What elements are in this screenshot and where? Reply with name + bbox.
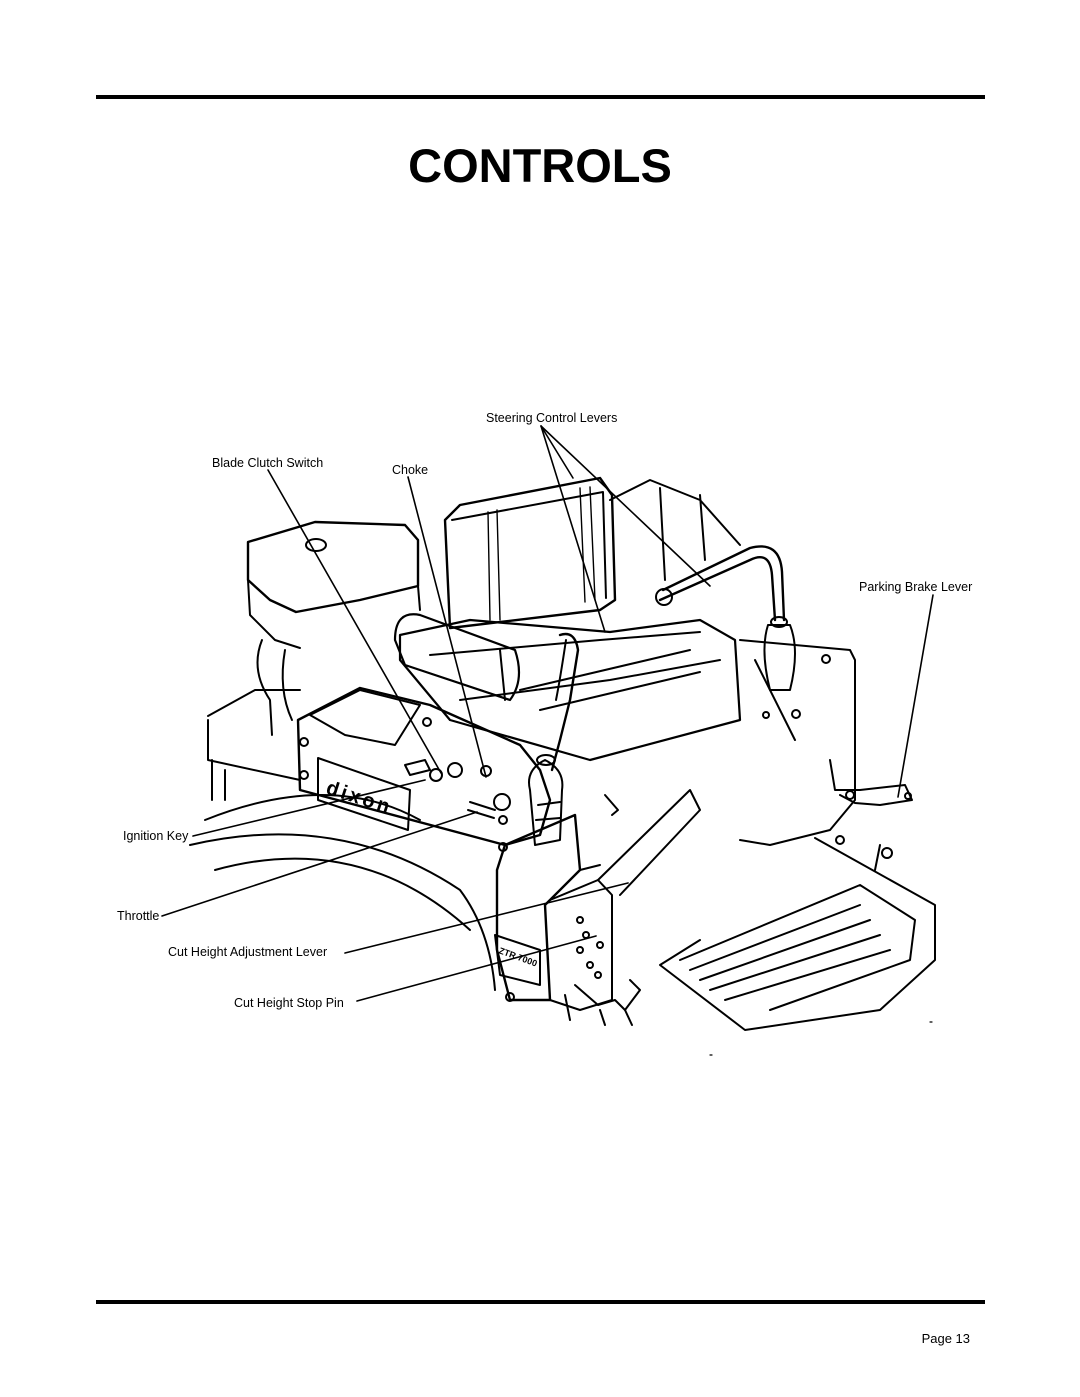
page-title: CONTROLS [408,139,672,192]
label-ignition-key: Ignition Key [123,829,189,843]
page-number: Page 13 [921,1331,970,1346]
label-cut-height-stop-pin: Cut Height Stop Pin [234,996,344,1010]
left-steering-lever [529,634,578,845]
label-steering-control-levers: Steering Control Levers [486,411,618,425]
label-cut-height-adjustment-lever: Cut Height Adjustment Lever [168,945,328,959]
left-frame [208,690,300,800]
top-rule [96,95,985,99]
right-steering-bar [656,546,795,690]
cut-height-assembly [495,790,700,1025]
foot-platform [660,838,935,1030]
rear-tire [190,795,495,990]
control-console [298,688,550,851]
leader-lines [162,426,933,1001]
right-body-panel [740,640,855,845]
bottom-rule [96,1300,985,1304]
label-throttle: Throttle [117,909,160,923]
parking-brake-lever [830,760,912,805]
label-blade-clutch-switch: Blade Clutch Switch [212,456,324,470]
seat [395,478,740,760]
label-choke: Choke [392,463,429,477]
small-marks [710,1022,932,1055]
label-parking-brake-lever: Parking Brake Lever [859,580,973,594]
engine-cover [248,522,420,735]
